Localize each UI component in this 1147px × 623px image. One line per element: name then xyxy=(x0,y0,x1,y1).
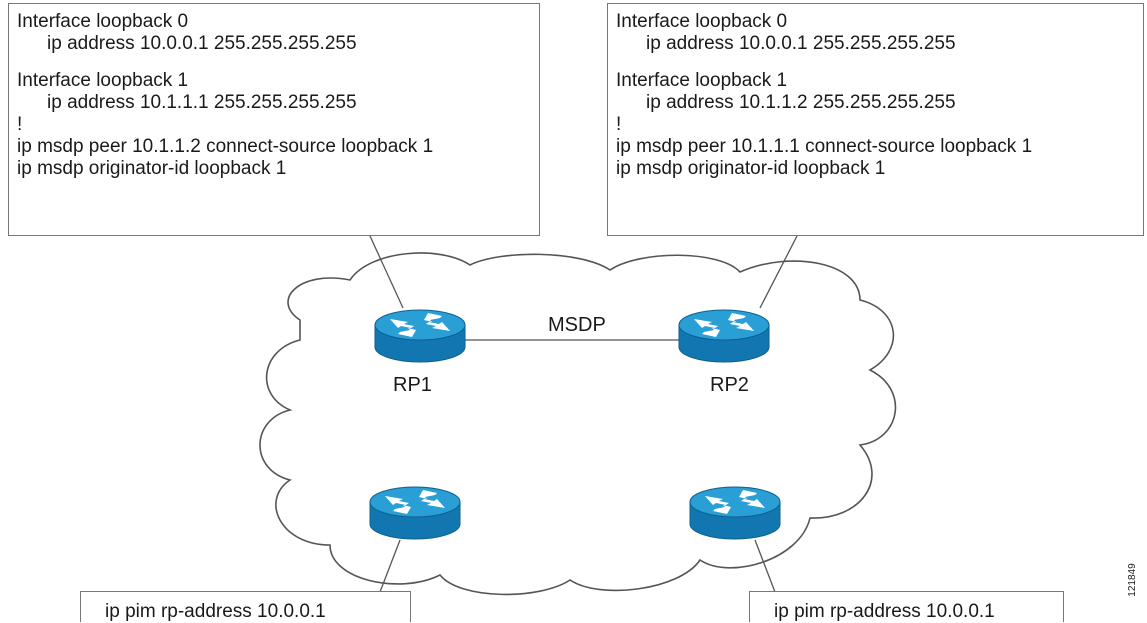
router-icon-rp1 xyxy=(374,309,466,363)
config-line: ip msdp originator-id loopback 1 xyxy=(616,158,886,179)
config-line: ip address 10.1.1.1 255.255.255.255 xyxy=(47,92,357,113)
rp2-config-box: Interface loopback 0 ip address 10.0.0.1… xyxy=(607,3,1144,236)
router-icon-right xyxy=(689,486,781,540)
config-line: ip address 10.1.1.2 255.255.255.255 xyxy=(646,92,956,113)
link-right-router-pim xyxy=(754,539,776,593)
link-rp1-config xyxy=(369,235,404,309)
rp2-label: RP2 xyxy=(710,374,749,396)
rp1-label: RP1 xyxy=(393,374,432,396)
config-line: ip address 10.0.0.1 255.255.255.255 xyxy=(646,33,956,54)
router-icon-left xyxy=(369,486,461,540)
config-line: Interface loopback 1 xyxy=(17,70,189,91)
msdp-label: MSDP xyxy=(548,314,606,336)
network-cloud xyxy=(259,252,897,596)
router-icon-rp2 xyxy=(678,309,770,363)
pim-config-left: ip pim rp-address 10.0.0.1 xyxy=(80,591,411,622)
link-left-router-pim xyxy=(379,539,401,593)
config-line: ip msdp peer 10.1.1.1 connect-source loo… xyxy=(616,136,1033,157)
config-line: ip address 10.0.0.1 255.255.255.255 xyxy=(47,33,357,54)
config-line: Interface loopback 0 xyxy=(17,11,189,32)
config-line: Interface loopback 1 xyxy=(616,70,788,91)
pim-config-right: ip pim rp-address 10.0.0.1 xyxy=(749,591,1064,622)
figure-id: 121849 xyxy=(1127,563,1138,597)
config-line: ip msdp originator-id loopback 1 xyxy=(17,158,287,179)
rp1-config-box: Interface loopback 0 ip address 10.0.0.1… xyxy=(8,3,540,236)
config-line: ip msdp peer 10.1.1.2 connect-source loo… xyxy=(17,136,434,157)
config-line: ! xyxy=(616,114,622,135)
config-line: ! xyxy=(17,114,23,135)
link-rp2-config xyxy=(759,235,798,309)
config-line: Interface loopback 0 xyxy=(616,11,788,32)
